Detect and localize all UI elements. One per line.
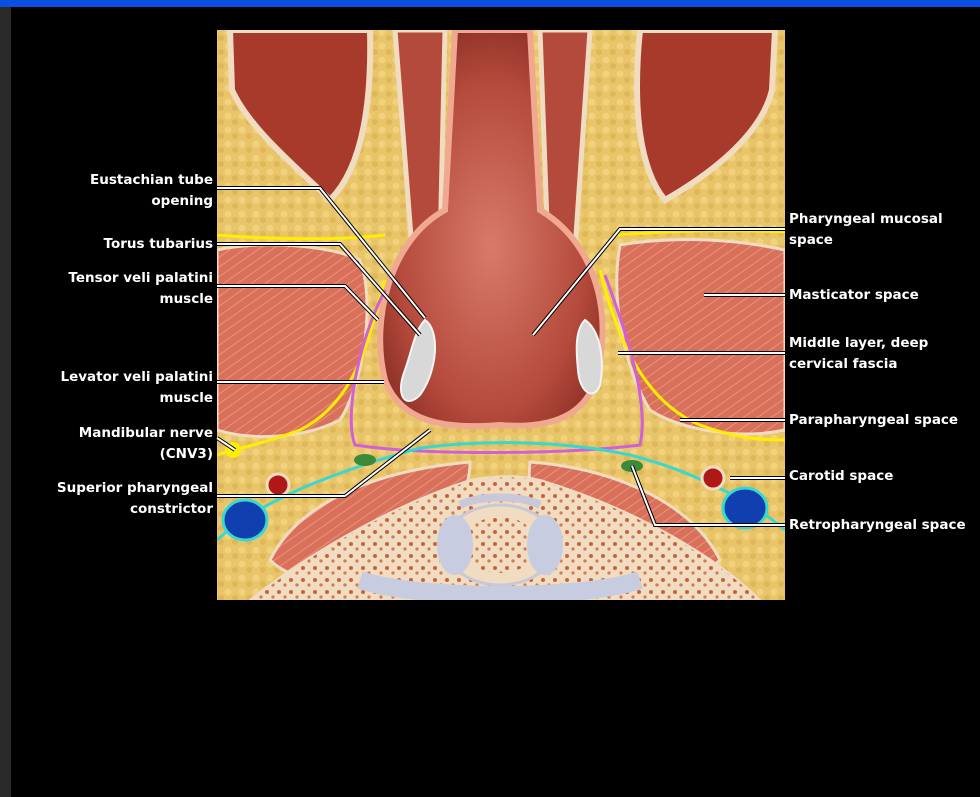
- right-jugular-vein: [723, 488, 767, 528]
- cross-section-illustration: [217, 30, 785, 600]
- left-jugular-vein: [223, 500, 267, 540]
- left-lymph-node: [354, 454, 376, 466]
- label-torus-tubarius: Torus tubarius: [104, 234, 213, 255]
- label-levator-veli-palatini: Levator veli palatini muscle: [61, 367, 214, 409]
- label-eustachian-tube-opening: Eustachian tube opening: [90, 170, 213, 212]
- left-atlas-mass: [437, 515, 473, 575]
- right-atlas-mass: [527, 515, 563, 575]
- label-tensor-veli-palatini: Tensor veli palatini muscle: [68, 268, 213, 310]
- label-parapharyngeal-space: Parapharyngeal space: [789, 410, 958, 431]
- label-retropharyngeal-space: Retropharyngeal space: [789, 515, 966, 536]
- label-masticator-space: Masticator space: [789, 285, 919, 306]
- left-carotid-artery: [267, 474, 289, 496]
- right-carotid-artery: [702, 467, 724, 489]
- left-pterygoid-muscle: [217, 245, 367, 437]
- label-superior-pharyngeal-constrictor: Superior pharyngeal constrictor: [57, 478, 213, 520]
- label-mandibular-nerve: Mandibular nerve (CNV3): [79, 423, 213, 465]
- dens-core: [462, 517, 538, 573]
- label-middle-layer-deep-cervical-fascia: Middle layer, deep cervical fascia: [789, 333, 928, 375]
- label-carotid-space: Carotid space: [789, 466, 893, 487]
- label-pharyngeal-mucosal-space: Pharyngeal mucosal space: [789, 209, 943, 251]
